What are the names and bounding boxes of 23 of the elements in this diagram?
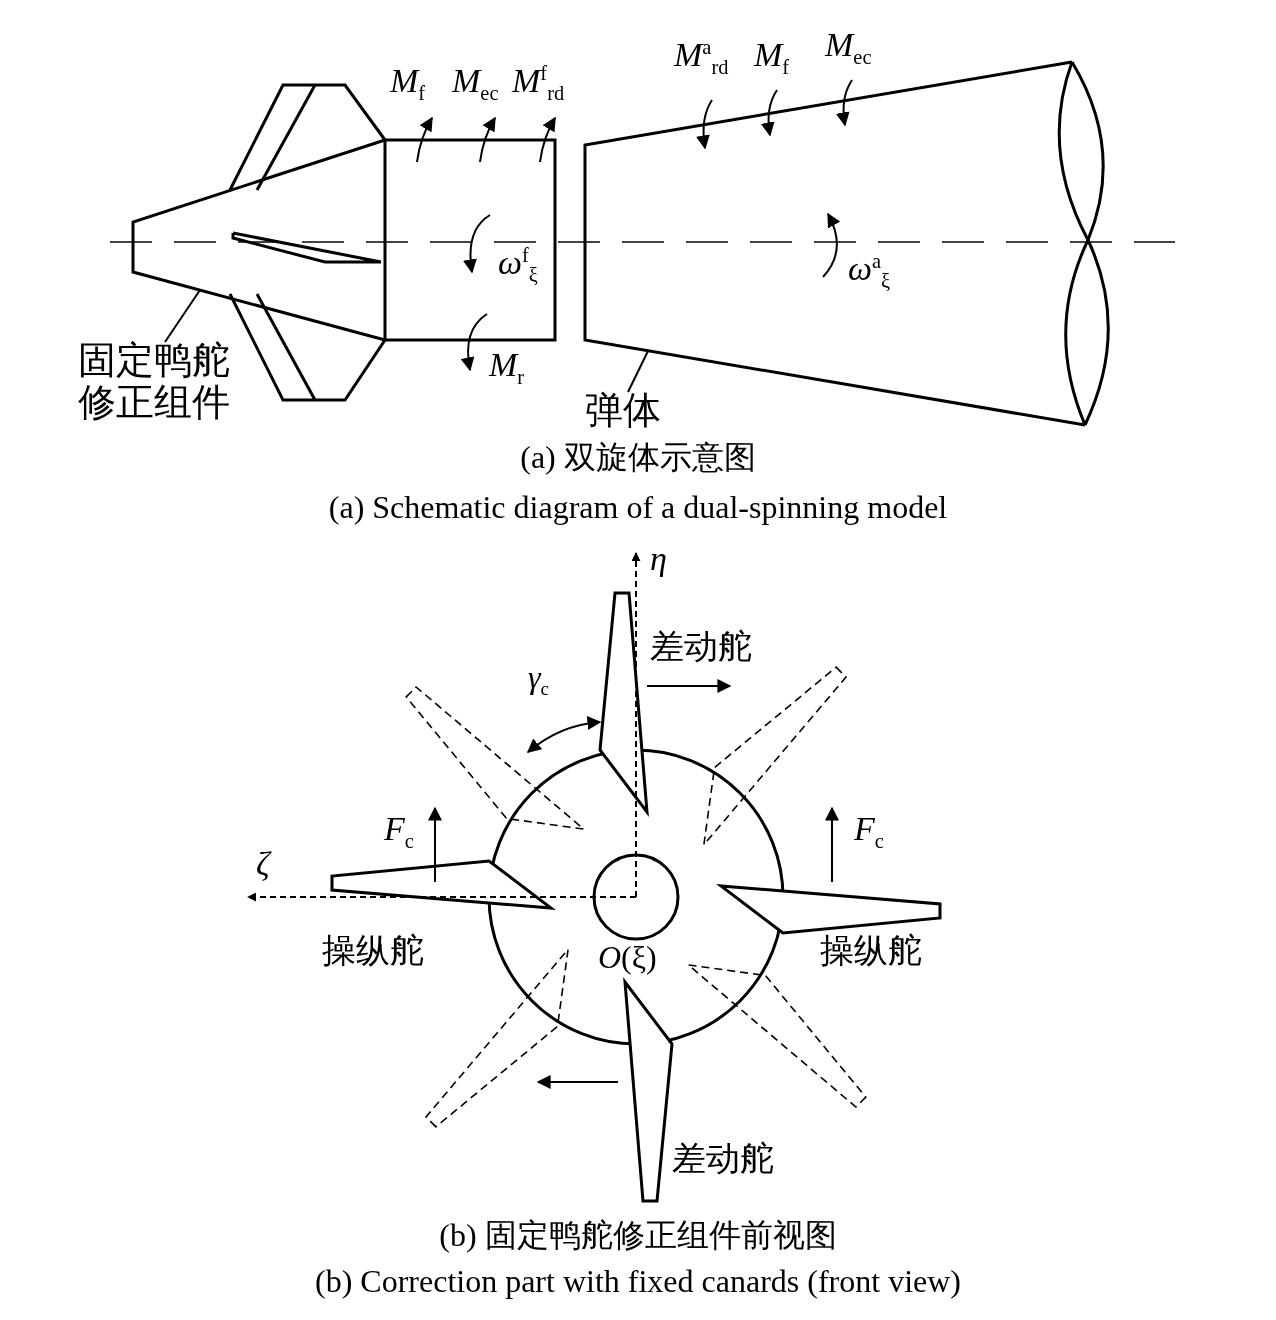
moment-label: M$_{ec}$ (825, 26, 872, 69)
leader-line (164, 289, 201, 343)
caption: (a) 双旋体示意图 (520, 440, 756, 476)
rudder-label: 操纵舵 (322, 932, 424, 970)
force-label: F$_{c}$ (854, 810, 884, 853)
rudder-label: 差动舵 (672, 1140, 774, 1178)
caption: (b) 固定鸭舵修正组件前视图 (439, 1218, 837, 1254)
moment-label: M$_{r}$ (489, 346, 525, 389)
origin-label: O(ξ) (598, 940, 657, 976)
moment-label: M$_{ec}$ (452, 62, 499, 105)
axis-label: η (650, 540, 667, 578)
part-label: 固定鸭舵修正组件 (78, 340, 248, 424)
axis-label: ζ (256, 845, 270, 883)
moment-label: M$_{f}$ (390, 62, 426, 105)
force-label: F$_{c}$ (384, 810, 414, 853)
rudder-label: 操纵舵 (820, 932, 922, 970)
caption: (b) Correction part with fixed canards (front view) (315, 1264, 961, 1300)
rudder-label: 差动舵 (650, 628, 752, 666)
leader-line (627, 350, 649, 393)
part-label: 弹体 (585, 390, 661, 432)
angle-label: γ$_{c}$ (528, 660, 550, 700)
caption: (a) Schematic diagram of a dual-spinning model (328, 490, 948, 526)
moment-label: M$_{f}$ (754, 36, 790, 79)
